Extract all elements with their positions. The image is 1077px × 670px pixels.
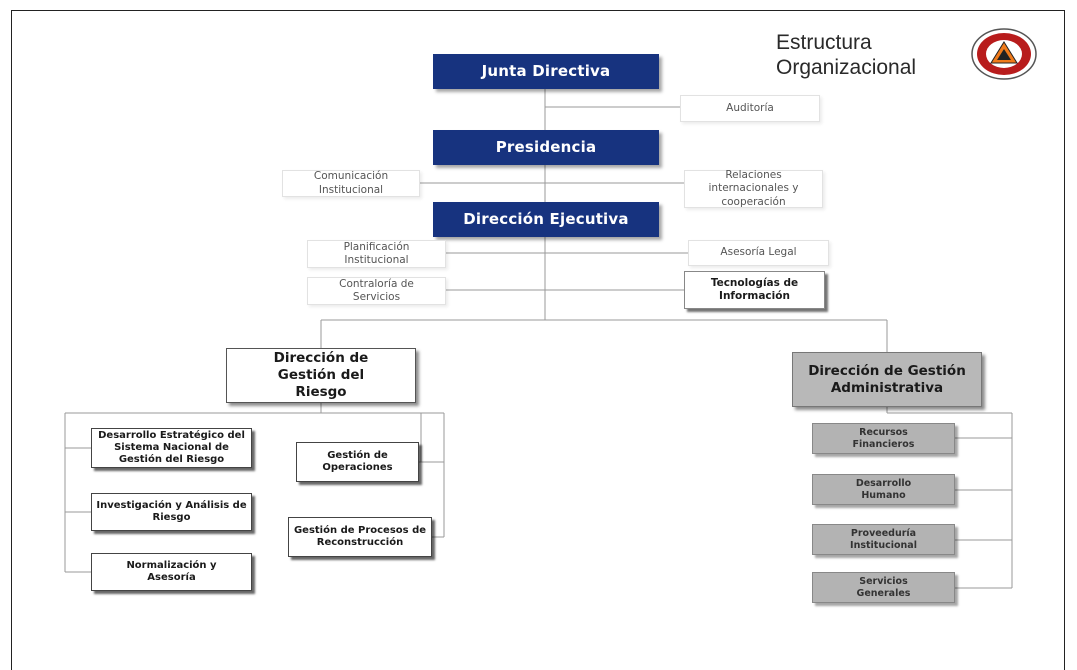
node-comunicacion-institucional: Comunicación Institucional	[282, 170, 420, 197]
node-normalizacion-asesoria: Normalización y Asesoría	[91, 553, 252, 591]
node-relaciones-internacionales: Relaciones internacionales y cooperación	[684, 169, 823, 208]
node-asesoria-legal: Asesoría Legal	[688, 240, 829, 266]
node-planificacion-institucional: Planificación Institucional	[307, 240, 446, 268]
node-direccion-gestion-riesgo: Dirección de Gestión del Riesgo	[226, 348, 416, 403]
page-title: Estructura Organizacional	[776, 30, 956, 80]
title-line-1: Estructura	[776, 31, 872, 54]
node-gestion-operaciones: Gestión de Operaciones	[296, 442, 419, 482]
node-direccion-ejecutiva: Dirección Ejecutiva	[433, 202, 659, 237]
node-tecnologias-informacion: Tecnologías de Información	[684, 271, 825, 309]
node-presidencia: Presidencia	[433, 130, 659, 165]
node-desarrollo-estrategico: Desarrollo Estratégico del Sistema Nacio…	[91, 428, 252, 468]
node-gestion-reconstruccion: Gestión de Procesos de Reconstrucción	[288, 517, 432, 557]
node-desarrollo-humano: Desarrollo Humano	[812, 474, 955, 505]
node-junta-directiva: Junta Directiva	[433, 54, 659, 89]
institution-logo-icon	[971, 28, 1037, 80]
title-line-2: Organizacional	[776, 56, 917, 80]
node-auditoria: Auditoría	[680, 95, 820, 122]
node-recursos-financieros: Recursos Financieros	[812, 423, 955, 454]
node-contraloria-servicios: Contraloría de Servicios	[307, 277, 446, 305]
node-proveeduria-institucional: Proveeduría Institucional	[812, 524, 955, 555]
node-direccion-gestion-administrativa: Dirección de Gestión Administrativa	[792, 352, 982, 407]
node-investigacion-analisis: Investigación y Análisis de Riesgo	[91, 493, 252, 531]
slide-frame	[11, 10, 1065, 670]
node-servicios-generales: Servicios Generales	[812, 572, 955, 603]
